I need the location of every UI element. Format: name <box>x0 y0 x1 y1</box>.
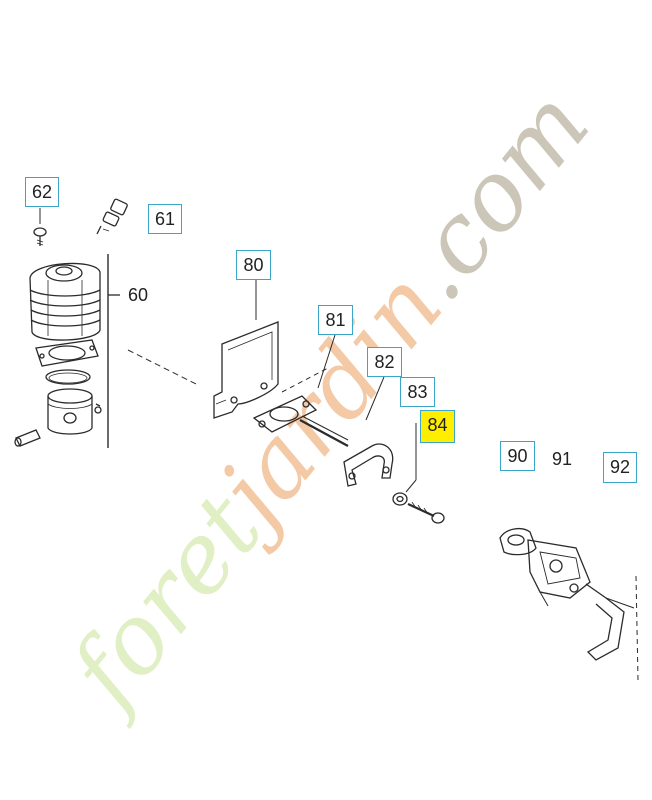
piston-ring-icon <box>45 369 91 385</box>
bolt-icon <box>407 501 445 524</box>
screw-icon <box>33 208 47 246</box>
cylinder-icon <box>29 262 101 341</box>
intake-manifold-icon <box>252 395 349 447</box>
callout-92[interactable]: 92 <box>603 452 637 483</box>
bracket-icon <box>343 443 394 487</box>
callout-80[interactable]: 80 <box>236 250 271 280</box>
callout-61[interactable]: 61 <box>148 204 182 234</box>
carburetor-icon <box>499 527 639 681</box>
callout-60[interactable]: 60 <box>128 285 149 305</box>
piston-pin-icon <box>14 429 41 447</box>
callout-83[interactable]: 83 <box>400 377 435 407</box>
heat-shield-icon <box>213 321 279 419</box>
piston-icon <box>47 388 102 435</box>
callout-82[interactable]: 82 <box>367 347 402 377</box>
callout-91[interactable]: 91 <box>552 449 573 469</box>
callout-84[interactable]: 84 <box>420 410 455 443</box>
callout-81[interactable]: 81 <box>318 305 353 335</box>
spark-plug-icon <box>96 198 128 235</box>
callout-90[interactable]: 90 <box>500 441 535 471</box>
gasket-icon <box>35 339 99 367</box>
callout-62[interactable]: 62 <box>25 177 59 207</box>
washer-icon <box>392 492 408 506</box>
